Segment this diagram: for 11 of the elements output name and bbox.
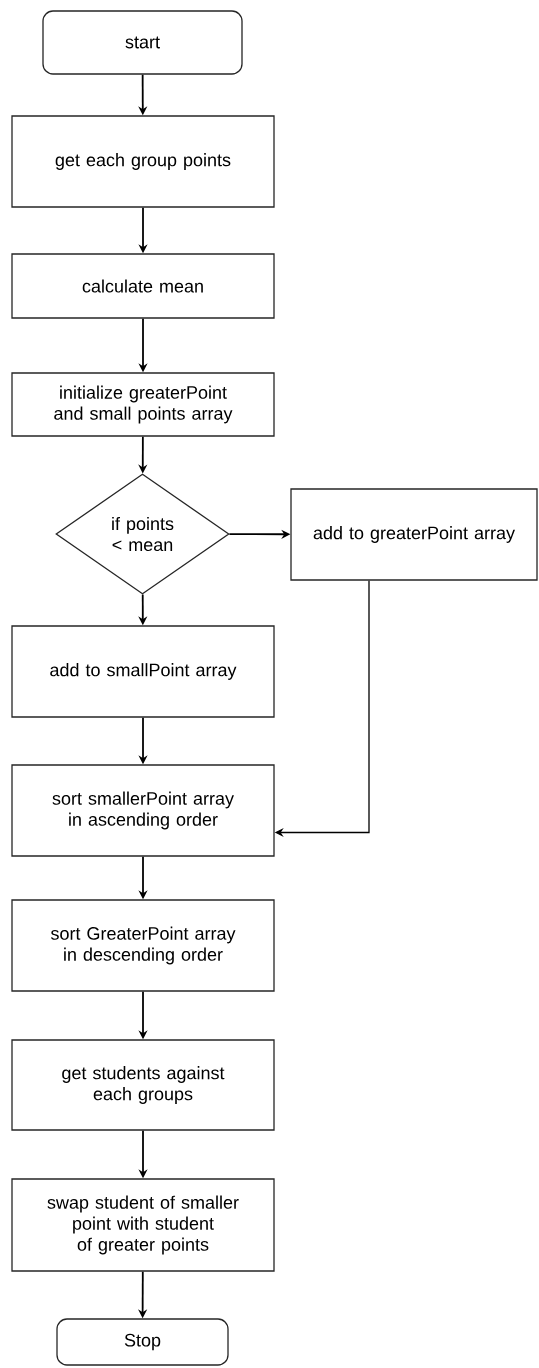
- process-box: add to greaterPoint array: [290, 488, 538, 581]
- process-box: initialize greaterPoint and small points array: [11, 372, 275, 437]
- process-box: calculate mean: [11, 253, 275, 319]
- process-box: swap student of smaller point with student of greater points: [11, 1178, 275, 1272]
- process-box: sort GreaterPoint array in descending order: [11, 899, 275, 992]
- terminal-box: start: [42, 10, 243, 75]
- process-box: get students against each groups: [11, 1039, 275, 1131]
- process-box: get each group points: [11, 115, 275, 208]
- terminal-box: Stop: [56, 1318, 229, 1366]
- process-box: sort smallerPoint array in ascending order: [11, 764, 275, 857]
- process-box: add to smallPoint array: [11, 625, 275, 718]
